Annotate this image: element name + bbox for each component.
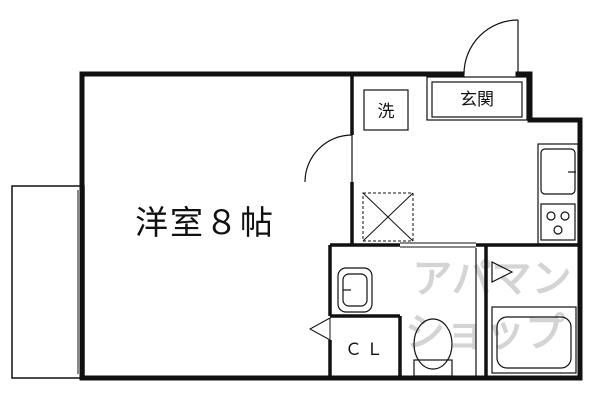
closet: [308, 317, 331, 341]
kitchen-counter: [537, 143, 579, 245]
balcony: [11, 185, 85, 379]
interior-walls: [328, 74, 580, 378]
room-door: [304, 134, 353, 183]
entrance-door: [463, 19, 519, 75]
watermark: アパマン ショップ: [405, 256, 572, 356]
closet-label: ＣＬ: [345, 340, 387, 360]
bathtub: [491, 261, 577, 374]
sliding-door: [400, 242, 476, 248]
toilet: [413, 248, 477, 378]
western-room-label: 洋室８帖: [135, 203, 275, 242]
entrance-area: [426, 76, 528, 121]
washer-label: 洗: [378, 102, 395, 122]
washer-space: [363, 89, 409, 131]
entrance-label: 玄関: [460, 90, 494, 110]
exterior-walls: [79, 71, 583, 381]
washbasin: [337, 267, 373, 313]
refrigerator-space: [362, 192, 414, 242]
